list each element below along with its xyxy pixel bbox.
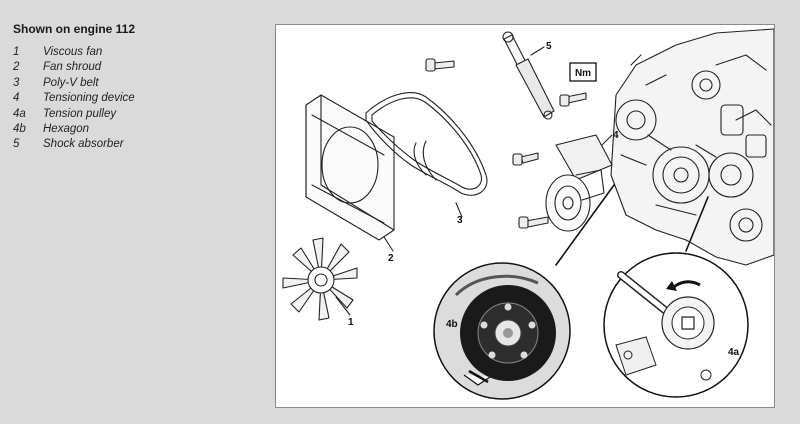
parts-legend: Shown on engine 112 1 Viscous fan 2 Fan sh…: [13, 22, 263, 153]
legend-item: 2 Fan shroud: [13, 60, 263, 75]
callout-3: 3: [457, 215, 463, 226]
detail-view-tension-pulley: [603, 252, 749, 398]
poly-v-belt: [365, 92, 488, 196]
exploded-view-figure: Nm 5 4 3 2 1 4b 4a: [275, 24, 775, 408]
shock-absorber: [502, 31, 555, 120]
legend-item-label: Fan shroud: [43, 61, 102, 74]
legend-item: 1 Viscous fan: [13, 45, 263, 60]
legend-item: 4b Hexagon: [13, 122, 263, 137]
legend-item-number: 4a: [13, 107, 26, 120]
legend-item-label: Shock absorber: [43, 138, 124, 151]
legend-item-number: 4b: [13, 123, 26, 136]
legend-item-label: Tensioning device: [43, 92, 135, 105]
legend-item: 4 Tensioning device: [13, 91, 263, 106]
callout-4a: 4a: [728, 347, 740, 358]
tensioning-device: [545, 134, 613, 232]
exploded-view-drawing: Nm 5 4 3 2 1 4b 4a: [282, 28, 774, 400]
legend-item: 4a Tension pulley: [13, 107, 263, 122]
legend-item-label: Viscous fan: [43, 46, 103, 58]
callout-5: 5: [546, 41, 552, 52]
legend-item-label: Poly-V belt: [43, 76, 99, 89]
viscous-fan: [282, 237, 358, 321]
legend-title: Shown on engine 112: [13, 22, 136, 36]
legend-item-number: 1: [13, 46, 20, 58]
legend-item-label: Tension pulley: [43, 107, 117, 120]
legend-item-number: 4: [13, 92, 20, 105]
legend-item-number: 5: [13, 138, 20, 151]
torque-badge: Nm: [575, 68, 591, 79]
legend-item-number: 3: [13, 76, 20, 89]
engine-block: [610, 28, 774, 266]
callout-4b: 4b: [446, 319, 458, 330]
fan-shroud: [305, 94, 395, 241]
legend-item: 3 Poly-V belt: [13, 76, 263, 91]
legend-item-number: 2: [13, 61, 20, 74]
callout-1: 1: [348, 317, 354, 328]
torque-badge-box: [569, 62, 597, 82]
detail-view-hexagon: [433, 262, 571, 400]
callout-2: 2: [388, 253, 394, 264]
legend-item-label: Hexagon: [43, 123, 90, 136]
legend-item: 5 Shock absorber: [13, 137, 263, 152]
mounting-bolts: [425, 58, 587, 229]
callout-4: 4: [613, 130, 619, 141]
